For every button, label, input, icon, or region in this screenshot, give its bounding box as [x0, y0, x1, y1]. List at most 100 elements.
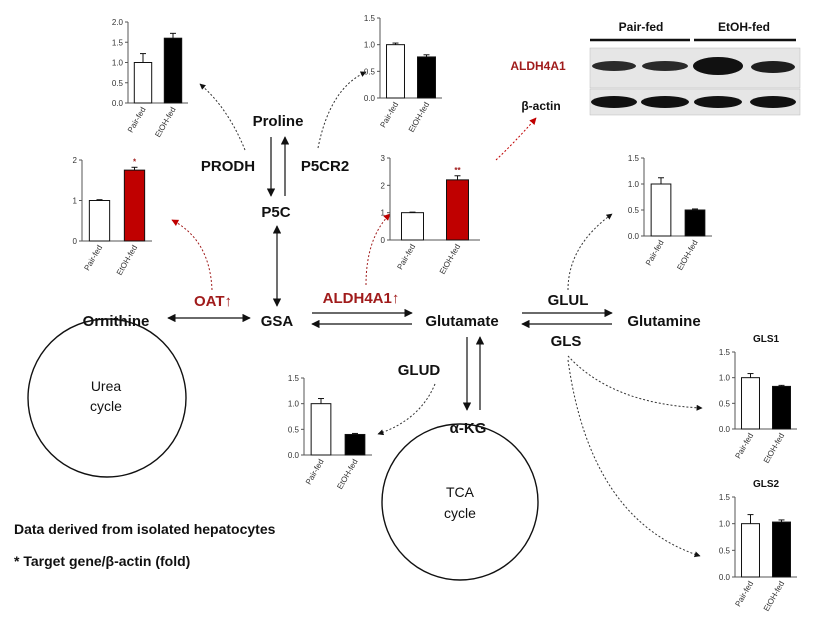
chart-gls1-x-label: Pair-fed [733, 432, 755, 461]
blot-band-actin-2 [641, 96, 689, 108]
chart-glul-bar [650, 183, 672, 237]
chart-prodh-x-label: EtOH-fed [153, 106, 177, 139]
dotted-arrow-glud-chart [377, 383, 436, 436]
chart-gls2-tick-label: 1.5 [719, 493, 731, 502]
chart-gls2-tick-label: 0.5 [719, 546, 731, 555]
chart-p5cr2-tick-label: 1.0 [364, 41, 376, 50]
node-p5c: P5C [261, 204, 290, 221]
chart-gls2-x-label: EtOH-fed [762, 580, 786, 613]
note-data-source: Data derived from isolated hepatocytes [14, 521, 276, 537]
chart-glud-tick-label: 0.5 [288, 425, 300, 434]
enzyme-oat: OAT↑ [194, 293, 232, 310]
chart-gls1-x-label: EtOH-fed [762, 432, 786, 465]
dotted-arrow-aldh4a1-chart [365, 213, 391, 286]
chart-gls1-bar [741, 377, 760, 430]
chart-oat-x-label: EtOH-fed [115, 244, 139, 277]
chart-gls2-bar [772, 521, 791, 578]
chart-aldh4a1-tick-label: 0 [381, 236, 386, 245]
chart-glul-x-label: EtOH-fed [675, 239, 699, 272]
blot-group-etohfed: EtOH-fed [718, 20, 770, 34]
chart-aldh4a1-x-label: EtOH-fed [438, 243, 462, 276]
chart-prodh-tick-label: 0.0 [112, 99, 124, 108]
dotted-arrow-gls1-chart [567, 355, 703, 411]
chart-prodh-x-label: Pair-fed [126, 106, 148, 135]
chart-glul-tick-label: 0.0 [628, 232, 640, 241]
dotted-arrow-aldh-to-blot [495, 117, 537, 161]
blot-group-pairfed: Pair-fed [619, 20, 664, 34]
dotted-arrow-oat-chart [171, 219, 213, 291]
chart-p5cr2-x-label: EtOH-fed [407, 101, 431, 134]
chart-prodh-tick-label: 1.0 [112, 59, 124, 68]
chart-p5cr2-bar [417, 56, 436, 99]
enzyme-prodh: PRODH [201, 158, 255, 175]
chart-aldh4a1-bar [446, 179, 469, 241]
chart-glul-x-label: Pair-fed [644, 239, 666, 268]
note-target-gene: * Target gene/β-actin (fold) [14, 553, 190, 569]
chart-gls2-x-label: Pair-fed [733, 580, 755, 609]
blot-band-actin-4 [750, 96, 796, 108]
chart-p5cr2-tick-label: 0.5 [364, 67, 376, 76]
chart-prodh-tick-label: 2.0 [112, 18, 124, 27]
enzyme-gls: GLS [551, 333, 582, 350]
chart-p5cr2-x-label: Pair-fed [378, 101, 400, 130]
chart-gls1-tick-label: 1.0 [719, 374, 731, 383]
chart-p5cr2-bar [386, 44, 405, 99]
blot-band-actin-3 [694, 96, 742, 108]
chart-gls2-title: GLS2 [753, 479, 780, 490]
chart-oat-bar [88, 200, 111, 242]
node-akg: α-KG [450, 420, 487, 437]
enzyme-aldh4a1: ALDH4A1↑ [323, 290, 400, 307]
chart-gls1-tick-label: 1.5 [719, 348, 731, 357]
chart-glud-x-label: Pair-fed [304, 458, 326, 487]
chart-gls2-bar [741, 523, 760, 578]
chart-glud-x-label: EtOH-fed [335, 458, 359, 491]
tca-cycle-label-1: TCA [446, 484, 475, 500]
dotted-arrow-p5cr2-chart [317, 71, 367, 149]
chart-aldh4a1-significance: ** [454, 166, 461, 175]
chart-prodh-tick-label: 1.5 [112, 38, 124, 47]
blot-band-aldh-2 [642, 61, 688, 71]
urea-cycle-label-1: Urea [91, 378, 122, 394]
chart-glud-tick-label: 1.0 [288, 400, 300, 409]
dotted-arrow-gls2-chart [567, 359, 701, 558]
tca-cycle-circle [381, 423, 539, 581]
chart-gls2-tick-label: 0.0 [719, 573, 731, 582]
chart-aldh4a1-tick-label: 1 [381, 209, 386, 218]
chart-gls1-tick-label: 0.5 [719, 399, 731, 408]
chart-oat-tick-label: 0 [73, 237, 78, 246]
chart-prodh-bar [133, 62, 153, 104]
dotted-arrow-prodh-chart [199, 83, 246, 151]
chart-glud-tick-label: 0.0 [288, 451, 300, 460]
enzyme-glud: GLUD [398, 362, 441, 379]
node-glutamate: Glutamate [425, 313, 498, 330]
chart-glul-tick-label: 1.0 [628, 180, 640, 189]
chart-gls2-tick-label: 1.0 [719, 520, 731, 529]
blot-band-aldh-1 [592, 61, 636, 71]
chart-glud-bar [310, 403, 332, 456]
chart-glul-tick-label: 1.5 [628, 154, 640, 163]
chart-oat-tick-label: 1 [73, 197, 78, 206]
chart-prodh-tick-label: 0.5 [112, 79, 124, 88]
chart-p5cr2-tick-label: 1.5 [364, 14, 376, 23]
urea-cycle-circle [27, 318, 187, 478]
node-gsa: GSA [261, 313, 294, 330]
chart-aldh4a1-x-label: Pair-fed [395, 243, 417, 272]
blot-row-actin: β-actin [521, 99, 560, 113]
chart-glul-bar [684, 209, 706, 237]
node-ornithine: Ornithine [83, 313, 150, 330]
enzyme-p5cr2: P5CR2 [301, 158, 349, 175]
blot-band-actin-1 [591, 96, 637, 108]
blot-row-aldh4a1: ALDH4A1 [510, 59, 566, 73]
chart-p5cr2-tick-label: 0.0 [364, 94, 376, 103]
enzyme-glul: GLUL [548, 292, 589, 309]
chart-prodh-bar [163, 37, 183, 104]
chart-aldh4a1-tick-label: 2 [381, 181, 386, 190]
chart-oat-bar [123, 169, 146, 242]
